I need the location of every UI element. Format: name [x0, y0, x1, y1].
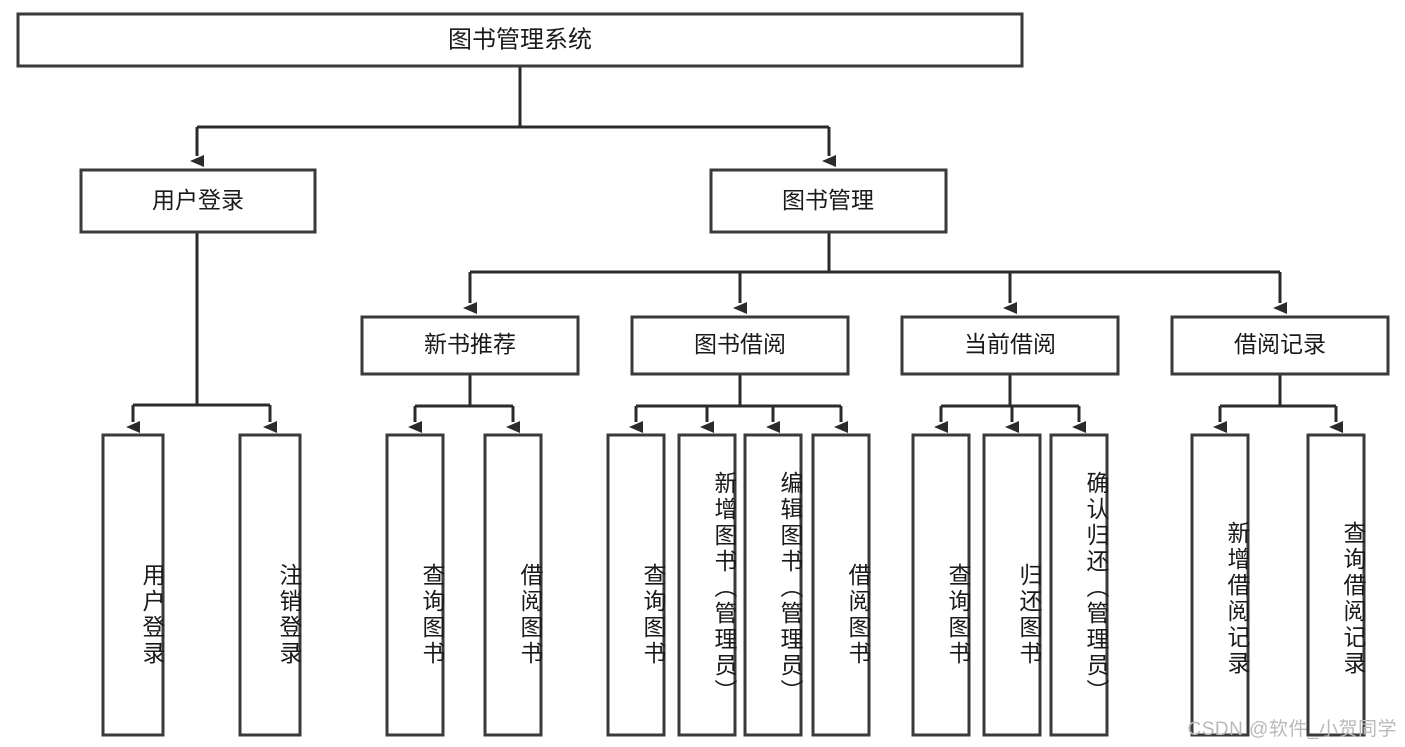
node-box-leaf-add-borrow-record[interactable] [1190, 433, 1250, 737]
connector-group-current-borrow [934, 374, 1086, 433]
node-box-leaf-borrow-book-recommend[interactable] [483, 433, 543, 737]
node-box-leaf-query-borrow-record[interactable] [1306, 433, 1366, 737]
node-box-leaf-user-login[interactable] [101, 433, 165, 737]
connector-group-root [190, 66, 836, 167]
node-box-book-management[interactable] [709, 168, 948, 234]
connector-group-new-book-recommend [408, 374, 520, 433]
node-box-current-borrow[interactable] [900, 315, 1120, 376]
node-box-leaf-add-book-admin[interactable] [677, 433, 737, 737]
node-box-leaf-query-book-borrow[interactable] [606, 433, 666, 737]
node-box-user-login[interactable] [79, 168, 317, 234]
node-label-book-borrow: 图书借阅 [694, 331, 786, 357]
node-label-new-book-recommend: 新书推荐 [424, 331, 516, 357]
node-box-leaf-edit-book-admin[interactable] [743, 433, 803, 737]
node-box-book-borrow[interactable] [630, 315, 850, 376]
connector-group-borrow-record [1213, 374, 1343, 433]
node-box-new-book-recommend[interactable] [360, 315, 580, 376]
connector-group-book-management [463, 232, 1287, 314]
connector-group-book-borrow [629, 374, 848, 433]
node-box-leaf-confirm-return-admin[interactable] [1049, 433, 1109, 737]
node-label-borrow-record: 借阅记录 [1234, 331, 1326, 357]
node-box-leaf-user-logout[interactable] [238, 433, 302, 737]
node-label-current-borrow: 当前借阅 [964, 331, 1056, 357]
node-box-borrow-record[interactable] [1170, 315, 1390, 376]
node-box-leaf-return-book[interactable] [982, 433, 1042, 737]
node-box-leaf-query-book-recommend[interactable] [385, 433, 445, 737]
node-box-root[interactable] [16, 12, 1024, 68]
csdn-watermark: CSDN @软件_小贺同学 [1187, 719, 1397, 740]
node-label-book-management: 图书管理 [782, 187, 874, 213]
node-label-user-login: 用户登录 [152, 187, 244, 213]
connector-group-user-login [126, 232, 277, 433]
node-box-leaf-borrow-book[interactable] [811, 433, 871, 737]
node-label-root: 图书管理系统 [448, 26, 592, 53]
node-box-leaf-query-book-current[interactable] [911, 433, 971, 737]
